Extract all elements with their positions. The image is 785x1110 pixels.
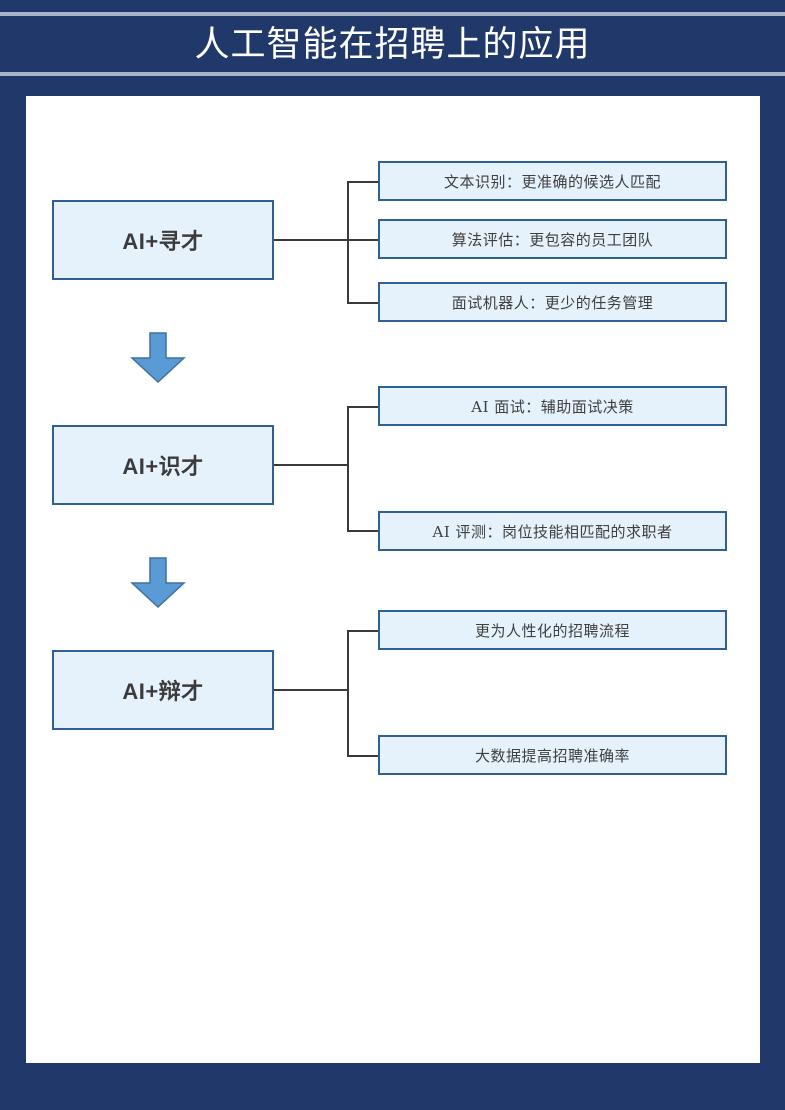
connector-stage-2-trunk (274, 464, 349, 466)
detail-box-1-3[interactable]: 面试机器人：更少的任务管理 (378, 282, 727, 322)
detail-box-2-1[interactable]: AI 面试：辅助面试决策 (378, 386, 727, 426)
diagram-canvas: AI+寻才 文本识别：更准确的候选人匹配 算法评估：更包容的员工团队 面试机器人… (26, 96, 760, 1063)
detail-label-2-1: AI 面试：辅助面试决策 (471, 397, 634, 416)
arrow-down-icon-2 (130, 557, 186, 609)
stage-box-1[interactable]: AI+寻才 (52, 200, 274, 280)
connector-stage-1-spine (347, 181, 349, 304)
stage-label-3: AI+辩才 (122, 679, 204, 704)
detail-box-1-2[interactable]: 算法评估：更包容的员工团队 (378, 219, 727, 259)
connector-detail-3-2 (347, 755, 380, 757)
page-header: 人工智能在招聘上的应用 (0, 0, 785, 86)
detail-label-3-1: 更为人性化的招聘流程 (474, 621, 630, 640)
header-rule-bottom (0, 72, 785, 76)
page-title: 人工智能在招聘上的应用 (194, 25, 591, 65)
connector-stage-1-trunk (274, 239, 349, 241)
detail-box-1-1[interactable]: 文本识别：更准确的候选人匹配 (378, 161, 727, 201)
detail-label-1-1: 文本识别：更准确的候选人匹配 (443, 172, 661, 191)
connector-stage-2-spine (347, 406, 349, 532)
detail-label-1-2: 算法评估：更包容的员工团队 (451, 230, 654, 249)
stage-label-2: AI+识才 (122, 454, 204, 479)
stage-box-2[interactable]: AI+识才 (52, 425, 274, 505)
connector-detail-2-2 (347, 530, 380, 532)
connector-stage-3-trunk (274, 689, 349, 691)
arrow-down-icon-1 (130, 332, 186, 384)
detail-label-2-2: AI 评测：岗位技能相匹配的求职者 (432, 522, 673, 541)
stage-label-1: AI+寻才 (122, 229, 204, 254)
detail-box-3-1[interactable]: 更为人性化的招聘流程 (378, 610, 727, 650)
detail-box-2-2[interactable]: AI 评测：岗位技能相匹配的求职者 (378, 511, 727, 551)
connector-detail-1-1 (347, 181, 380, 183)
detail-label-1-3: 面试机器人：更少的任务管理 (451, 293, 654, 312)
connector-detail-3-1 (347, 630, 380, 632)
connector-detail-1-3 (347, 302, 380, 304)
stage-box-3[interactable]: AI+辩才 (52, 650, 274, 730)
arrow-down-icon (130, 332, 186, 384)
detail-box-3-2[interactable]: 大数据提高招聘准确率 (378, 735, 727, 775)
header-rule-top (0, 12, 785, 16)
connector-detail-1-2 (347, 239, 380, 241)
detail-label-3-2: 大数据提高招聘准确率 (474, 746, 630, 765)
connector-detail-2-1 (347, 406, 380, 408)
connector-stage-3-spine (347, 630, 349, 757)
arrow-down-icon (130, 557, 186, 609)
